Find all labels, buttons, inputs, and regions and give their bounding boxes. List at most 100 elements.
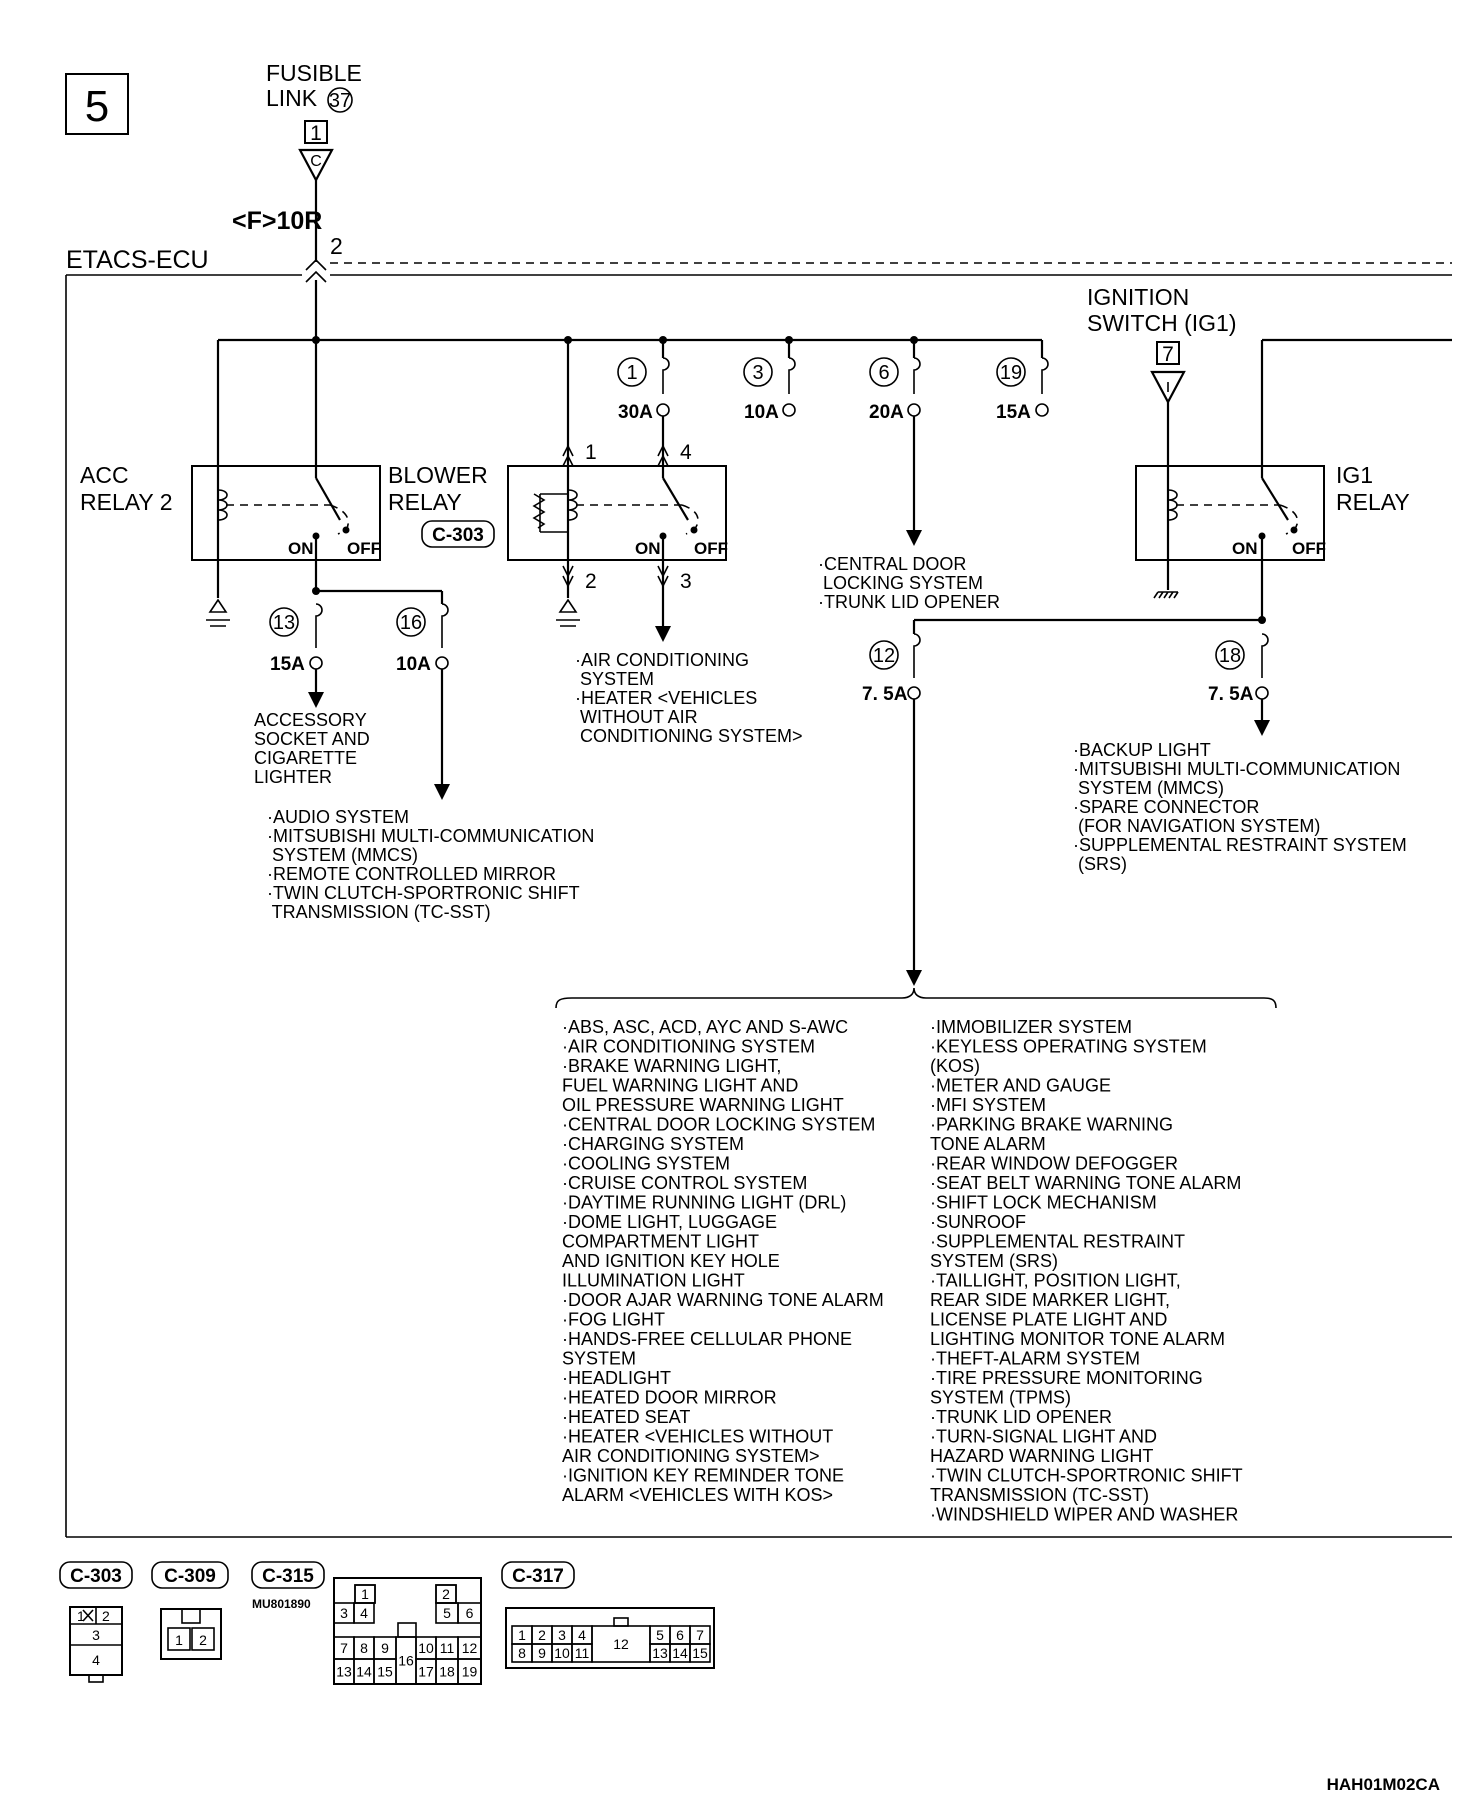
audio-line-2: ·MITSUBISHI MULTI-COMMUNICATION: [267, 826, 594, 846]
systems-list-right: ·IMMOBILIZER SYSTEM·KEYLESS OPERATING SY…: [930, 1017, 1243, 1525]
system-item: ·MFI SYSTEM: [930, 1095, 1046, 1115]
c315-pin-10: 10: [418, 1640, 434, 1656]
system-item: ·HEATER <VEHICLES WITHOUT: [562, 1427, 833, 1447]
fuse-3-amp: 10A: [744, 402, 779, 423]
blower-relay-title: BLOWER: [388, 462, 488, 488]
system-item: COMPARTMENT LIGHT: [562, 1232, 759, 1252]
ecu-label: ETACS-ECU: [66, 246, 209, 274]
fuse-18-number: 18: [1219, 645, 1241, 667]
c315-pin-12: 12: [462, 1640, 478, 1656]
blower-relay-on: ON: [635, 539, 661, 558]
fuse-12-number: 12: [873, 645, 895, 667]
audio-line-5: ·TWIN CLUTCH-SPORTRONIC SHIFT: [267, 883, 580, 903]
fuse-16-number: 16: [400, 612, 422, 634]
wire-code: <F>10R: [232, 207, 322, 235]
central-door-line-2: LOCKING SYSTEM: [818, 573, 983, 593]
c317-label: C-317: [512, 1566, 564, 1587]
acc-relay-off: OFF: [347, 539, 381, 558]
system-item: (KOS): [930, 1056, 980, 1076]
acc-socket-line-2: SOCKET AND: [254, 729, 370, 749]
acc-relay-2: ACC RELAY 2 ON OFF: [80, 340, 381, 627]
system-item: ·HANDS-FREE CELLULAR PHONE: [562, 1329, 852, 1349]
system-item: FUEL WARNING LIGHT AND: [562, 1076, 798, 1096]
air-cond-dest: ·AIR CONDITIONING SYSTEM ·HEATER <VEHICL…: [575, 650, 803, 746]
system-item: SYSTEM: [562, 1349, 636, 1369]
blower-relay: BLOWER RELAY C-303 1 4 ON OFF 2 3: [388, 340, 728, 642]
fuse-19-amp: 15A: [996, 402, 1031, 423]
c317-pin-9: 9: [538, 1645, 546, 1661]
ignition-switch-title: IGNITION: [1087, 284, 1189, 310]
ignition-switch-pin: 7: [1162, 343, 1174, 366]
fusible-link-number: 37: [329, 90, 351, 112]
audio-line-3: SYSTEM (MMCS): [267, 845, 418, 865]
c315-pin-2: 2: [442, 1586, 450, 1602]
c317-pin-4: 4: [578, 1627, 586, 1643]
ig1-relay-title: IG1: [1336, 462, 1373, 488]
system-item: ·CENTRAL DOOR LOCKING SYSTEM: [562, 1115, 875, 1135]
blower-pin-2: 2: [585, 570, 597, 593]
ecu-pin: 2: [330, 233, 343, 259]
backup-line-5: (FOR NAVIGATION SYSTEM): [1073, 816, 1320, 836]
blower-relay-off: OFF: [694, 539, 728, 558]
fusible-link-pin: 1: [310, 122, 322, 145]
fuse-19-number: 19: [1000, 362, 1022, 384]
blower-relay-title2: RELAY: [388, 489, 462, 515]
c303-pin-2: 2: [102, 1608, 110, 1624]
fusible-link-title: FUSIBLE: [266, 60, 362, 86]
acc-relay-on: ON: [288, 539, 314, 558]
system-item: TRANSMISSION (TC-SST): [930, 1485, 1149, 1505]
fuse-6-amp: 20A: [869, 402, 904, 423]
c317-pin-6: 6: [676, 1627, 684, 1643]
system-item: ·WINDSHIELD WIPER AND WASHER: [930, 1505, 1238, 1525]
system-item: HAZARD WARNING LIGHT: [930, 1446, 1153, 1466]
fuse-19: 19 15A: [996, 340, 1049, 423]
c315-pin-6: 6: [466, 1605, 474, 1621]
c315-pin-7: 7: [340, 1640, 348, 1656]
fuse-1-amp: 30A: [618, 402, 653, 423]
fuse-18: 18 7. 5A: [1208, 633, 1270, 736]
systems-list-left: ·ABS, ASC, ACD, AYC AND S-AWC·AIR CONDIT…: [562, 1017, 884, 1505]
acc-socket-line-3: CIGARETTE: [254, 748, 357, 768]
system-item: ·HEADLIGHT: [562, 1368, 671, 1388]
system-item: ·TWIN CLUTCH-SPORTRONIC SHIFT: [930, 1466, 1243, 1486]
system-item: OIL PRESSURE WARNING LIGHT: [562, 1095, 844, 1115]
c303-pin-1: 1: [77, 1608, 85, 1624]
blower-pin-3: 3: [680, 570, 692, 593]
blower-relay-connector: C-303: [432, 525, 484, 546]
system-item: ·BRAKE WARNING LIGHT,: [562, 1056, 781, 1076]
c317-pin-13: 13: [652, 1645, 668, 1661]
c303-label: C-303: [70, 1566, 122, 1587]
connector-c309: C-309 1 2: [151, 1561, 229, 1660]
system-item: ·HEATED DOOR MIRROR: [562, 1388, 777, 1408]
pin-cell: [353, 1602, 375, 1624]
ignition-switch: IGNITION SWITCH (IG1) 7: [1087, 284, 1237, 405]
system-item: ·THEFT-ALARM SYSTEM: [930, 1349, 1140, 1369]
audio-dest: ·AUDIO SYSTEM ·MITSUBISHI MULTI-COMMUNIC…: [267, 807, 594, 922]
c315-pin-11: 11: [440, 1640, 455, 1656]
central-door-line-3: ·TRUNK LID OPENER: [818, 592, 1000, 612]
c317-pin-14: 14: [672, 1645, 688, 1661]
backup-dest: ·BACKUP LIGHT ·MITSUBISHI MULTI-COMMUNIC…: [1073, 740, 1407, 874]
fuse-3-number: 3: [752, 362, 763, 384]
ig1-relay-off: OFF: [1292, 539, 1326, 558]
system-item: ·IGNITION KEY REMINDER TONE: [562, 1466, 844, 1486]
c315-pin-13: 13: [336, 1664, 352, 1680]
acc-relay-title: ACC: [80, 462, 129, 488]
c317-pin-5: 5: [656, 1627, 664, 1643]
pin-cell: [457, 1602, 482, 1624]
system-item: ·DAYTIME RUNNING LIGHT (DRL): [562, 1193, 846, 1213]
ig1-relay-on: ON: [1232, 539, 1258, 558]
c317-pin-1: 1: [518, 1627, 526, 1643]
c317-pin-3: 3: [558, 1627, 566, 1643]
c315-pin-5: 5: [443, 1605, 451, 1621]
air-cond-line-4: WITHOUT AIR: [575, 707, 698, 727]
system-item: ·FOG LIGHT: [562, 1310, 665, 1330]
c315-pin-14: 14: [356, 1664, 372, 1680]
c303-pin-4: 4: [92, 1652, 100, 1668]
system-item: ·PARKING BRAKE WARNING: [930, 1115, 1173, 1135]
fuse-1: 1 30A: [617, 340, 670, 423]
c315-pin-18: 18: [439, 1664, 455, 1680]
